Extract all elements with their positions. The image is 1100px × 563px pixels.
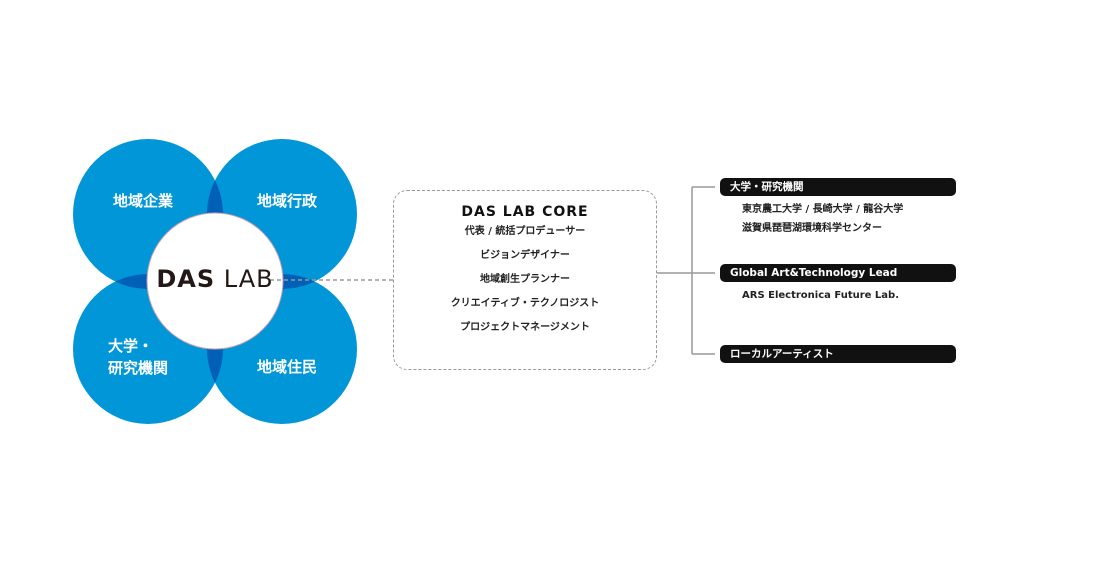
core-title: DAS LAB CORE [461,204,589,220]
core-item: 地域創生プランナー [480,274,570,285]
bracket-connector [657,186,715,355]
label-local-government: 地域行政 [256,192,317,210]
core-item: プロジェクトマネージメント [460,322,590,333]
label-local-business: 地域企業 [112,192,173,210]
partner-detail: 東京農工大学 / 長崎大学 / 龍谷大学 [742,204,904,215]
center-circle [146,212,284,350]
partner-label-global-lead: Global Art&Technology Lead [720,264,956,282]
partner-label-local-artist: ローカルアーティスト [720,345,956,363]
label-university: 大学・研究機関 [108,337,169,377]
partner-label-university: 大学・研究機関 [720,178,956,196]
core-item: ビジョンデザイナー [480,250,570,261]
core-item: 代表 / 統括プロデューサー [464,226,586,237]
das-lab-core-box: DAS LAB CORE 代表 / 統括プロデューサー ビジョンデザイナー 地域… [393,190,657,370]
das-lab-logo: DAS LAB [156,265,274,293]
core-item: クリエイティブ・テクノロジスト [450,298,600,309]
partner-detail: ARS Electronica Future Lab. [742,290,900,301]
label-local-residents: 地域住民 [256,358,317,376]
partner-detail: 滋賀県琵琶湖環境科学センター [742,223,882,234]
